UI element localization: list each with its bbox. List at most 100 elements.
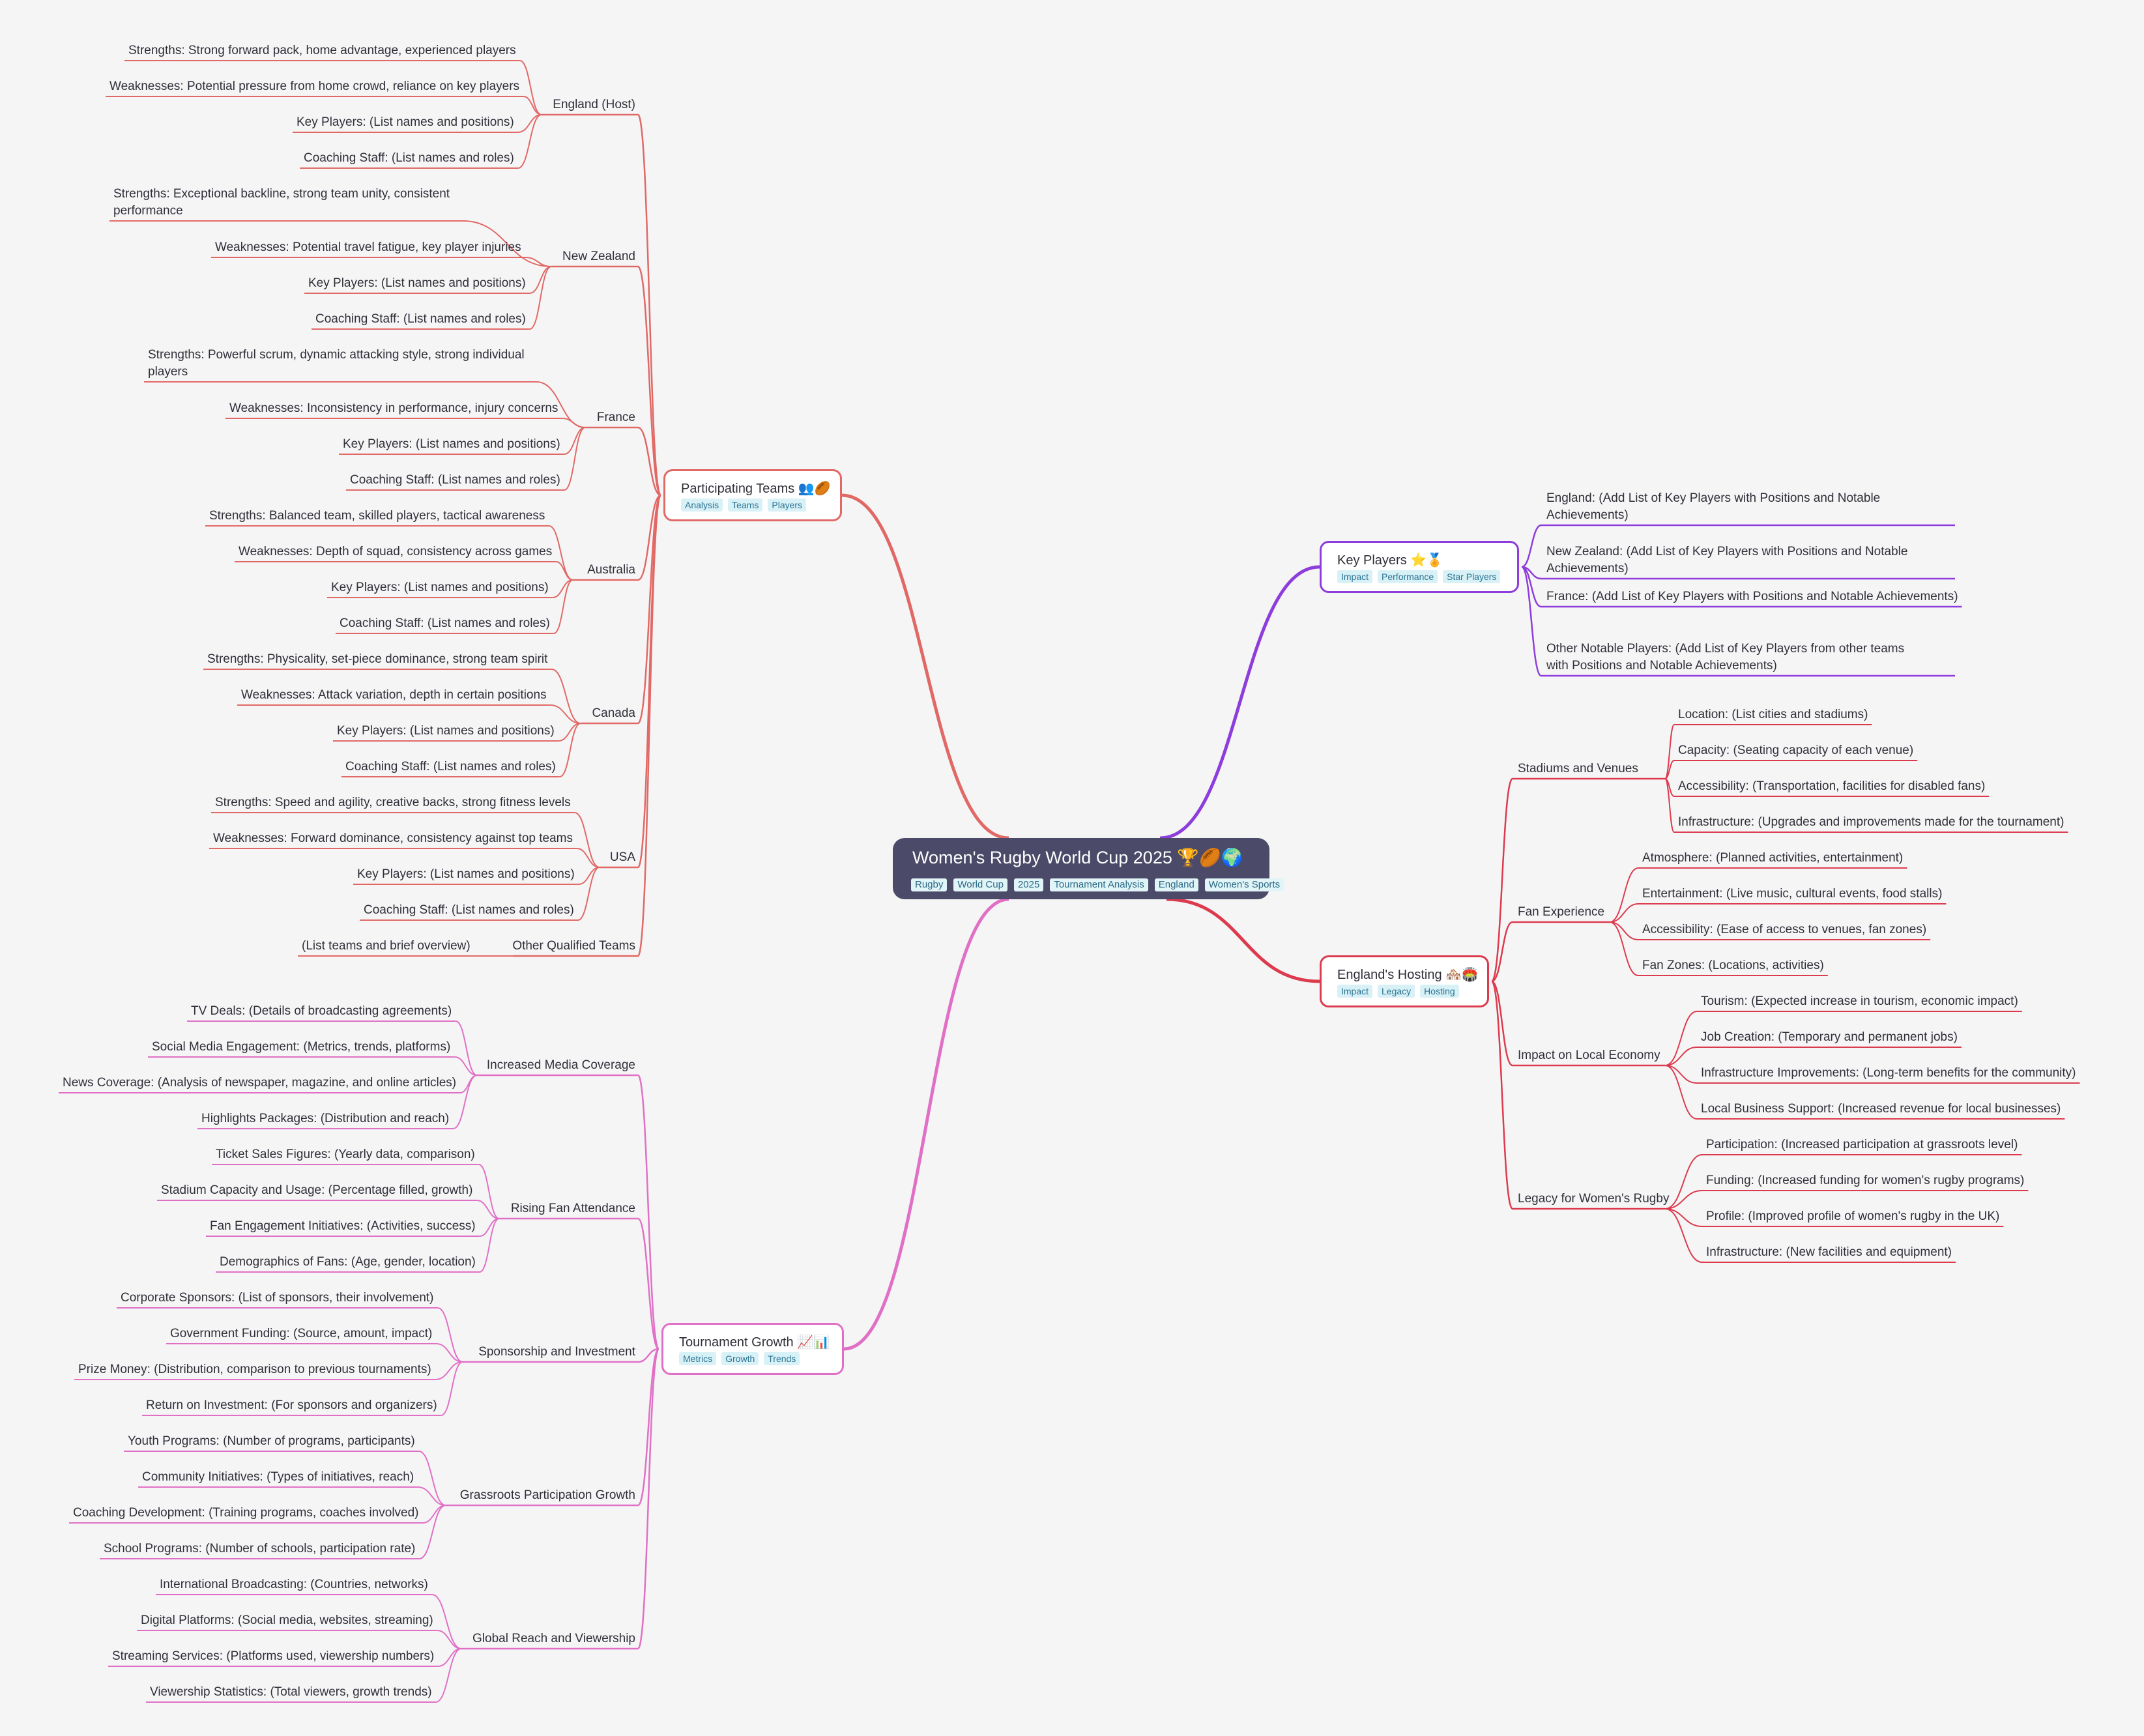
subtopic-label[interactable]: Stadiums and Venues [1518,762,1638,775]
subtopic-label[interactable]: Other Qualified Teams [512,939,635,953]
leaf-item[interactable]: Other Notable Players: (Add List of Key … [1546,642,1905,673]
leaf-item[interactable]: Infrastructure: (Upgrades and improvemen… [1678,815,2064,829]
subtopic-label[interactable]: France [596,411,635,424]
leaf-item[interactable]: Accessibility: (Transportation, faciliti… [1678,779,1986,793]
branch-tag[interactable]: Impact [1337,570,1373,583]
subtopic-label[interactable]: New Zealand [562,250,635,263]
branch-tag[interactable]: Players [768,499,807,512]
branch-tag[interactable]: Analysis [681,499,723,512]
root-tag[interactable]: 2025 [1013,878,1044,891]
leaf-item[interactable]: England: (Add List of Key Players with P… [1546,491,1881,522]
leaf-item[interactable]: TV Deals: (Details of broadcasting agree… [191,1004,452,1018]
leaf-item[interactable]: Viewership Statistics: (Total viewers, g… [150,1685,432,1699]
leaf-item[interactable]: Key Players: (List names and positions) [343,437,560,451]
leaf-item[interactable]: Job Creation: (Temporary and permanent j… [1701,1030,1958,1044]
subtopic-label[interactable]: Rising Fan Attendance [510,1202,635,1215]
branch-tag[interactable]: Impact [1337,985,1373,998]
leaf-item[interactable]: Local Business Support: (Increased reven… [1701,1102,2061,1116]
leaf-item[interactable]: Key Players: (List names and positions) [308,276,526,290]
leaf-item[interactable]: Coaching Staff: (List names and roles) [315,312,526,326]
root-tag[interactable]: Rugby [911,878,948,891]
leaf-item[interactable]: International Broadcasting: (Countries, … [160,1578,428,1591]
subtopic-label[interactable]: USA [609,850,635,864]
leaf-item[interactable]: Capacity: (Seating capacity of each venu… [1678,744,1914,757]
subtopic-label[interactable]: Legacy for Women's Rugby [1518,1192,1670,1206]
leaf-item[interactable]: Key Players: (List names and positions) [337,724,555,738]
leaf-item[interactable]: Prize Money: (Distribution, comparison t… [78,1363,431,1376]
root-tag[interactable]: World Cup [953,878,1007,891]
leaf-item[interactable]: Stadium Capacity and Usage: (Percentage … [161,1183,473,1197]
subtopic-label[interactable]: Australia [587,563,635,577]
leaf-item[interactable]: Coaching Staff: (List names and roles) [364,903,574,917]
leaf-item[interactable]: Strengths: Speed and agility, creative b… [215,796,571,809]
subtopic-label[interactable]: England (Host) [553,98,635,111]
leaf-item[interactable]: Corporate Sponsors: (List of sponsors, t… [121,1291,434,1305]
subtopic-label[interactable]: Grassroots Participation Growth [459,1488,635,1502]
leaf-item[interactable]: Location: (List cities and stadiums) [1678,708,1868,721]
leaf-item[interactable]: Coaching Staff: (List names and roles) [345,760,556,774]
branch-tag[interactable]: Metrics [679,1352,717,1365]
leaf-item[interactable]: Infrastructure Improvements: (Long-term … [1701,1066,2076,1080]
leaf-item[interactable]: Digital Platforms: (Social media, websit… [141,1613,433,1627]
leaf-item[interactable]: Ticket Sales Figures: (Yearly data, comp… [216,1148,475,1161]
branch-tag[interactable]: Teams [728,499,763,512]
leaf-item[interactable]: Fan Zones: (Locations, activities) [1642,959,1824,972]
leaf-item[interactable]: Strengths: Physicality, set-piece domina… [207,652,548,666]
branch-tag[interactable]: Trends [764,1352,800,1365]
leaf-item[interactable]: Tourism: (Expected increase in tourism, … [1701,994,2018,1008]
leaf-item[interactable]: New Zealand: (Add List of Key Players wi… [1546,545,1908,575]
leaf-item[interactable]: School Programs: (Number of schools, par… [104,1542,416,1555]
root-tag[interactable]: Tournament Analysis [1050,878,1148,891]
leaf-item[interactable]: Participation: (Increased participation … [1706,1138,2018,1151]
leaf-item[interactable]: Streaming Services: (Platforms used, vie… [112,1649,435,1663]
leaf-item[interactable]: Return on Investment: (For sponsors and … [146,1398,437,1412]
leaf-item[interactable]: Infrastructure: (New facilities and equi… [1706,1245,1952,1259]
root-tag[interactable]: England [1154,878,1198,891]
leaf-item[interactable]: Weaknesses: Depth of squad, consistency … [239,545,553,558]
leaf-item[interactable]: France: (Add List of Key Players with Po… [1546,590,1958,603]
branch-tag[interactable]: Performance [1378,570,1438,583]
leaf-item[interactable]: Fan Engagement Initiatives: (Activities,… [210,1219,476,1233]
leaf-item[interactable]: Key Players: (List names and positions) [297,115,514,129]
branch-tag[interactable]: Growth [721,1352,759,1365]
leaf-item[interactable]: Highlights Packages: (Distribution and r… [201,1112,450,1125]
leaf-item[interactable]: Government Funding: (Source, amount, imp… [170,1327,433,1340]
leaf-item[interactable]: Strengths: Exceptional backline, strong … [113,187,450,218]
leaf-item[interactable]: Strengths: Balanced team, skilled player… [209,509,545,523]
branch-tag[interactable]: Star Players [1443,570,1501,583]
leaf-item[interactable]: Key Players: (List names and positions) [357,867,575,881]
leaf-item[interactable]: Coaching Staff: (List names and roles) [350,473,560,487]
leaf-item[interactable]: Weaknesses: Potential pressure from home… [109,80,520,93]
leaf-item[interactable]: Community Initiatives: (Types of initiat… [142,1470,414,1484]
leaf-item[interactable]: Atmosphere: (Planned activities, enterta… [1642,851,1904,865]
leaf-item[interactable]: Profile: (Improved profile of women's ru… [1706,1209,2000,1223]
leaf-item[interactable]: Strengths: Powerful scrum, dynamic attac… [148,348,525,379]
subtopic-label[interactable]: Impact on Local Economy [1518,1049,1660,1062]
leaf-item[interactable]: Entertainment: (Live music, cultural eve… [1642,887,1943,901]
leaf-item[interactable]: Key Players: (List names and positions) [331,581,549,594]
leaf-item[interactable]: Weaknesses: Inconsistency in performance… [229,401,558,415]
leaf-item[interactable]: Weaknesses: Potential travel fatigue, ke… [215,240,521,254]
leaf-item[interactable]: News Coverage: (Analysis of newspaper, m… [63,1076,457,1090]
subtopic-label[interactable]: Sponsorship and Investment [478,1345,635,1359]
subtopic-label[interactable]: Fan Experience [1518,905,1605,919]
leaf-item[interactable]: Strengths: Strong forward pack, home adv… [128,44,516,57]
leaf-item[interactable]: Weaknesses: Forward dominance, consisten… [213,832,573,845]
subtopic-label[interactable]: Increased Media Coverage [486,1058,635,1072]
leaf-item[interactable]: Coaching Development: (Training programs… [73,1506,419,1520]
leaf-item[interactable]: Coaching Staff: (List names and roles) [304,151,514,165]
leaf-item[interactable]: Social Media Engagement: (Metrics, trend… [152,1040,451,1054]
subtopic-label[interactable]: Canada [592,706,635,720]
branch-tag[interactable]: Hosting [1420,985,1459,998]
leaf-item[interactable]: Weaknesses: Attack variation, depth in c… [241,688,547,702]
leaf-item[interactable]: Youth Programs: (Number of programs, par… [128,1434,415,1448]
subtopic-label[interactable]: Global Reach and Viewership [472,1632,635,1645]
leaf-item[interactable]: Accessibility: (Ease of access to venues… [1642,923,1927,936]
branch-tag[interactable]: Legacy [1378,985,1415,998]
leaf-item[interactable]: Demographics of Fans: (Age, gender, loca… [220,1255,476,1269]
